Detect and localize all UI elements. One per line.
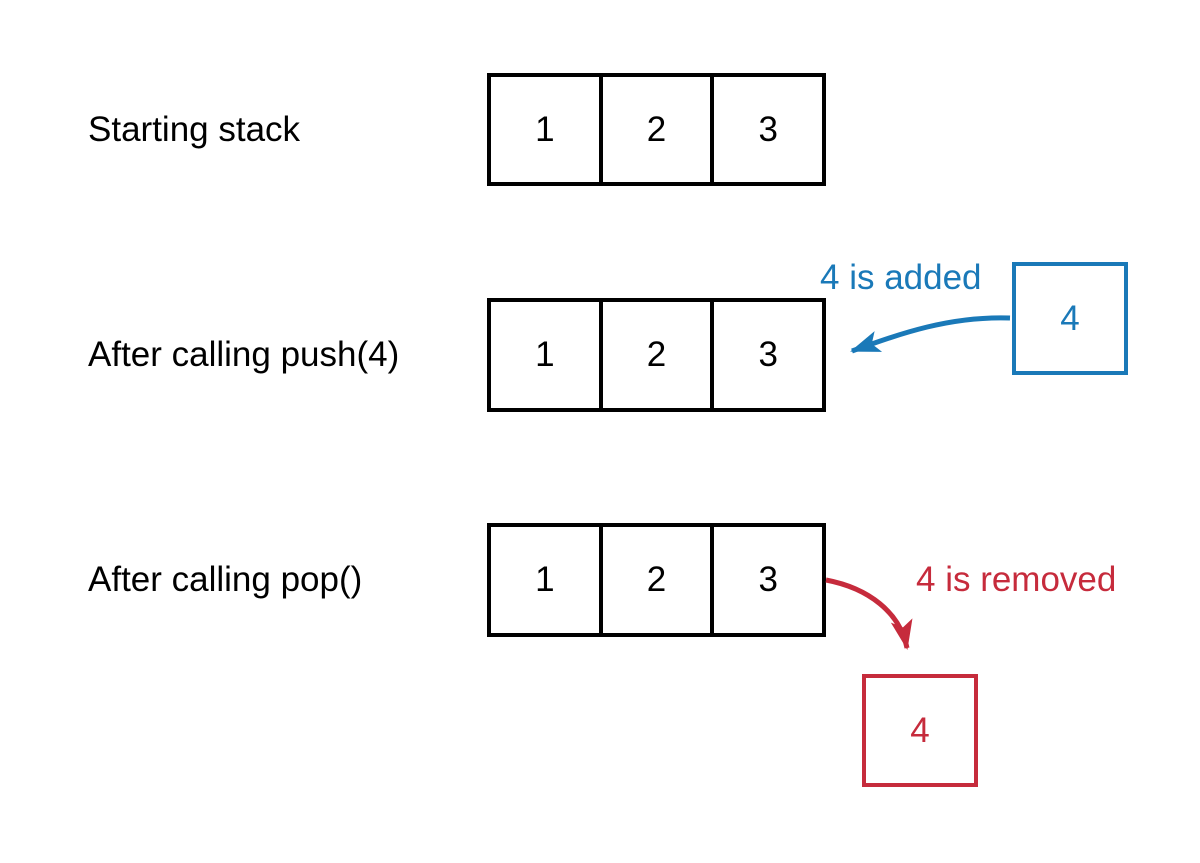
push-annotation: 4 is added (820, 258, 982, 297)
stack-cell: 1 (491, 302, 603, 408)
stack-cell: 3 (758, 560, 778, 599)
row-label-after-push: After calling push(4) (88, 335, 400, 374)
pushed-value-box: 4 (1012, 262, 1128, 375)
popped-value-box: 4 (862, 674, 978, 787)
stack-box-after-pop: 1 2 3 (487, 523, 826, 637)
stack-box-starting: 1 2 3 (487, 73, 826, 186)
stack-cell: 1 (491, 77, 603, 182)
stack-cell: 3 (758, 335, 778, 374)
stack-cell: 2 (603, 527, 715, 633)
stack-cell: 2 (603, 77, 715, 182)
stack-box-after-push: 1 2 3 (487, 298, 826, 412)
pop-annotation: 4 is removed (916, 560, 1117, 599)
pop-arrow-icon (825, 577, 913, 650)
stack-cell: 3 (758, 109, 778, 149)
row-label-starting-stack: Starting stack (88, 109, 301, 149)
push-arrow-icon (850, 315, 1011, 354)
stack-cell: 2 (603, 302, 715, 408)
row-label-after-pop: After calling pop() (88, 560, 363, 599)
stack-cell: 1 (491, 527, 603, 633)
